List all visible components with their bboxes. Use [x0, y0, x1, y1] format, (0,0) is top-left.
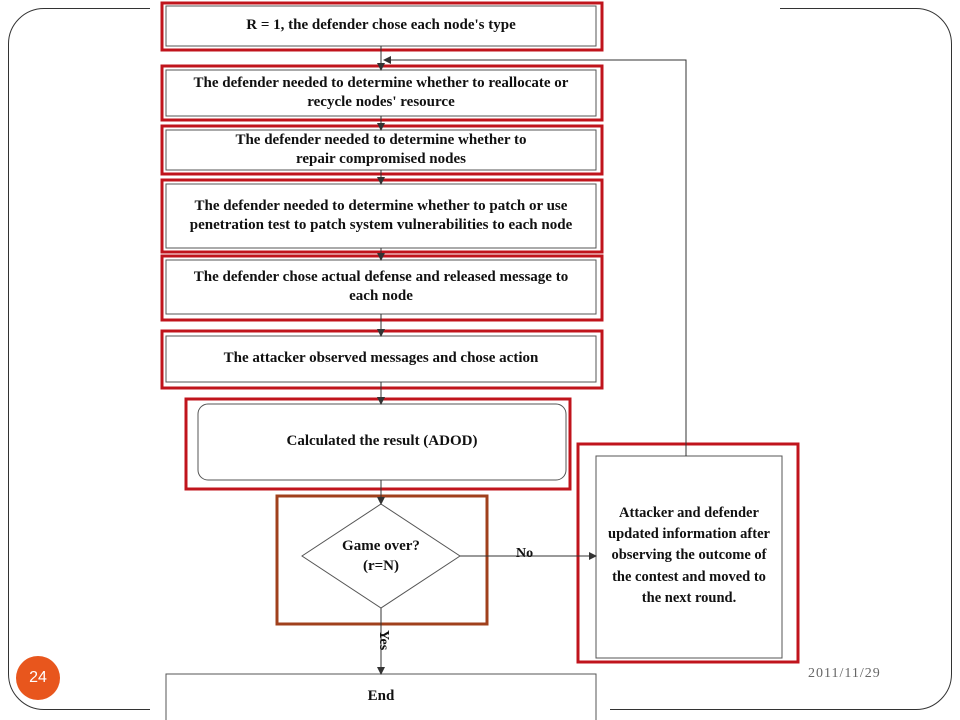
defense-label: The defender chose actual defense and re… — [193, 268, 569, 305]
highlight-start — [160, 1, 604, 52]
connectors — [377, 46, 687, 675]
box-reallocate — [165, 69, 597, 117]
box-end — [165, 673, 597, 720]
yes-edge-label: Yes — [376, 630, 391, 651]
highlight-decision — [275, 494, 489, 626]
box-update — [595, 455, 783, 659]
slide-date: 2011/11/29 — [808, 666, 881, 681]
update-label: Attacker and defender updated informatio… — [608, 505, 770, 606]
page-number-badge: 24 — [16, 656, 60, 700]
highlight-update — [576, 442, 800, 664]
repair-label: The defender needed to determine whether… — [235, 131, 527, 168]
patch-label: The defender needed to determine whether… — [189, 197, 573, 234]
end-label: End — [367, 688, 395, 705]
reallocate-label: The defender needed to determine whether… — [193, 74, 569, 111]
flow-boxes — [165, 5, 783, 720]
start-label: R = 1, the defender chose each node's ty… — [246, 17, 516, 34]
box-start — [165, 5, 597, 47]
calculate-label: Calculated the result (ADOD) — [286, 433, 478, 450]
decision-label: Game over? (r=N) — [342, 537, 420, 574]
no-edge-label: No — [516, 546, 534, 561]
attacker-label: The attacker observed messages and chose… — [223, 350, 539, 367]
